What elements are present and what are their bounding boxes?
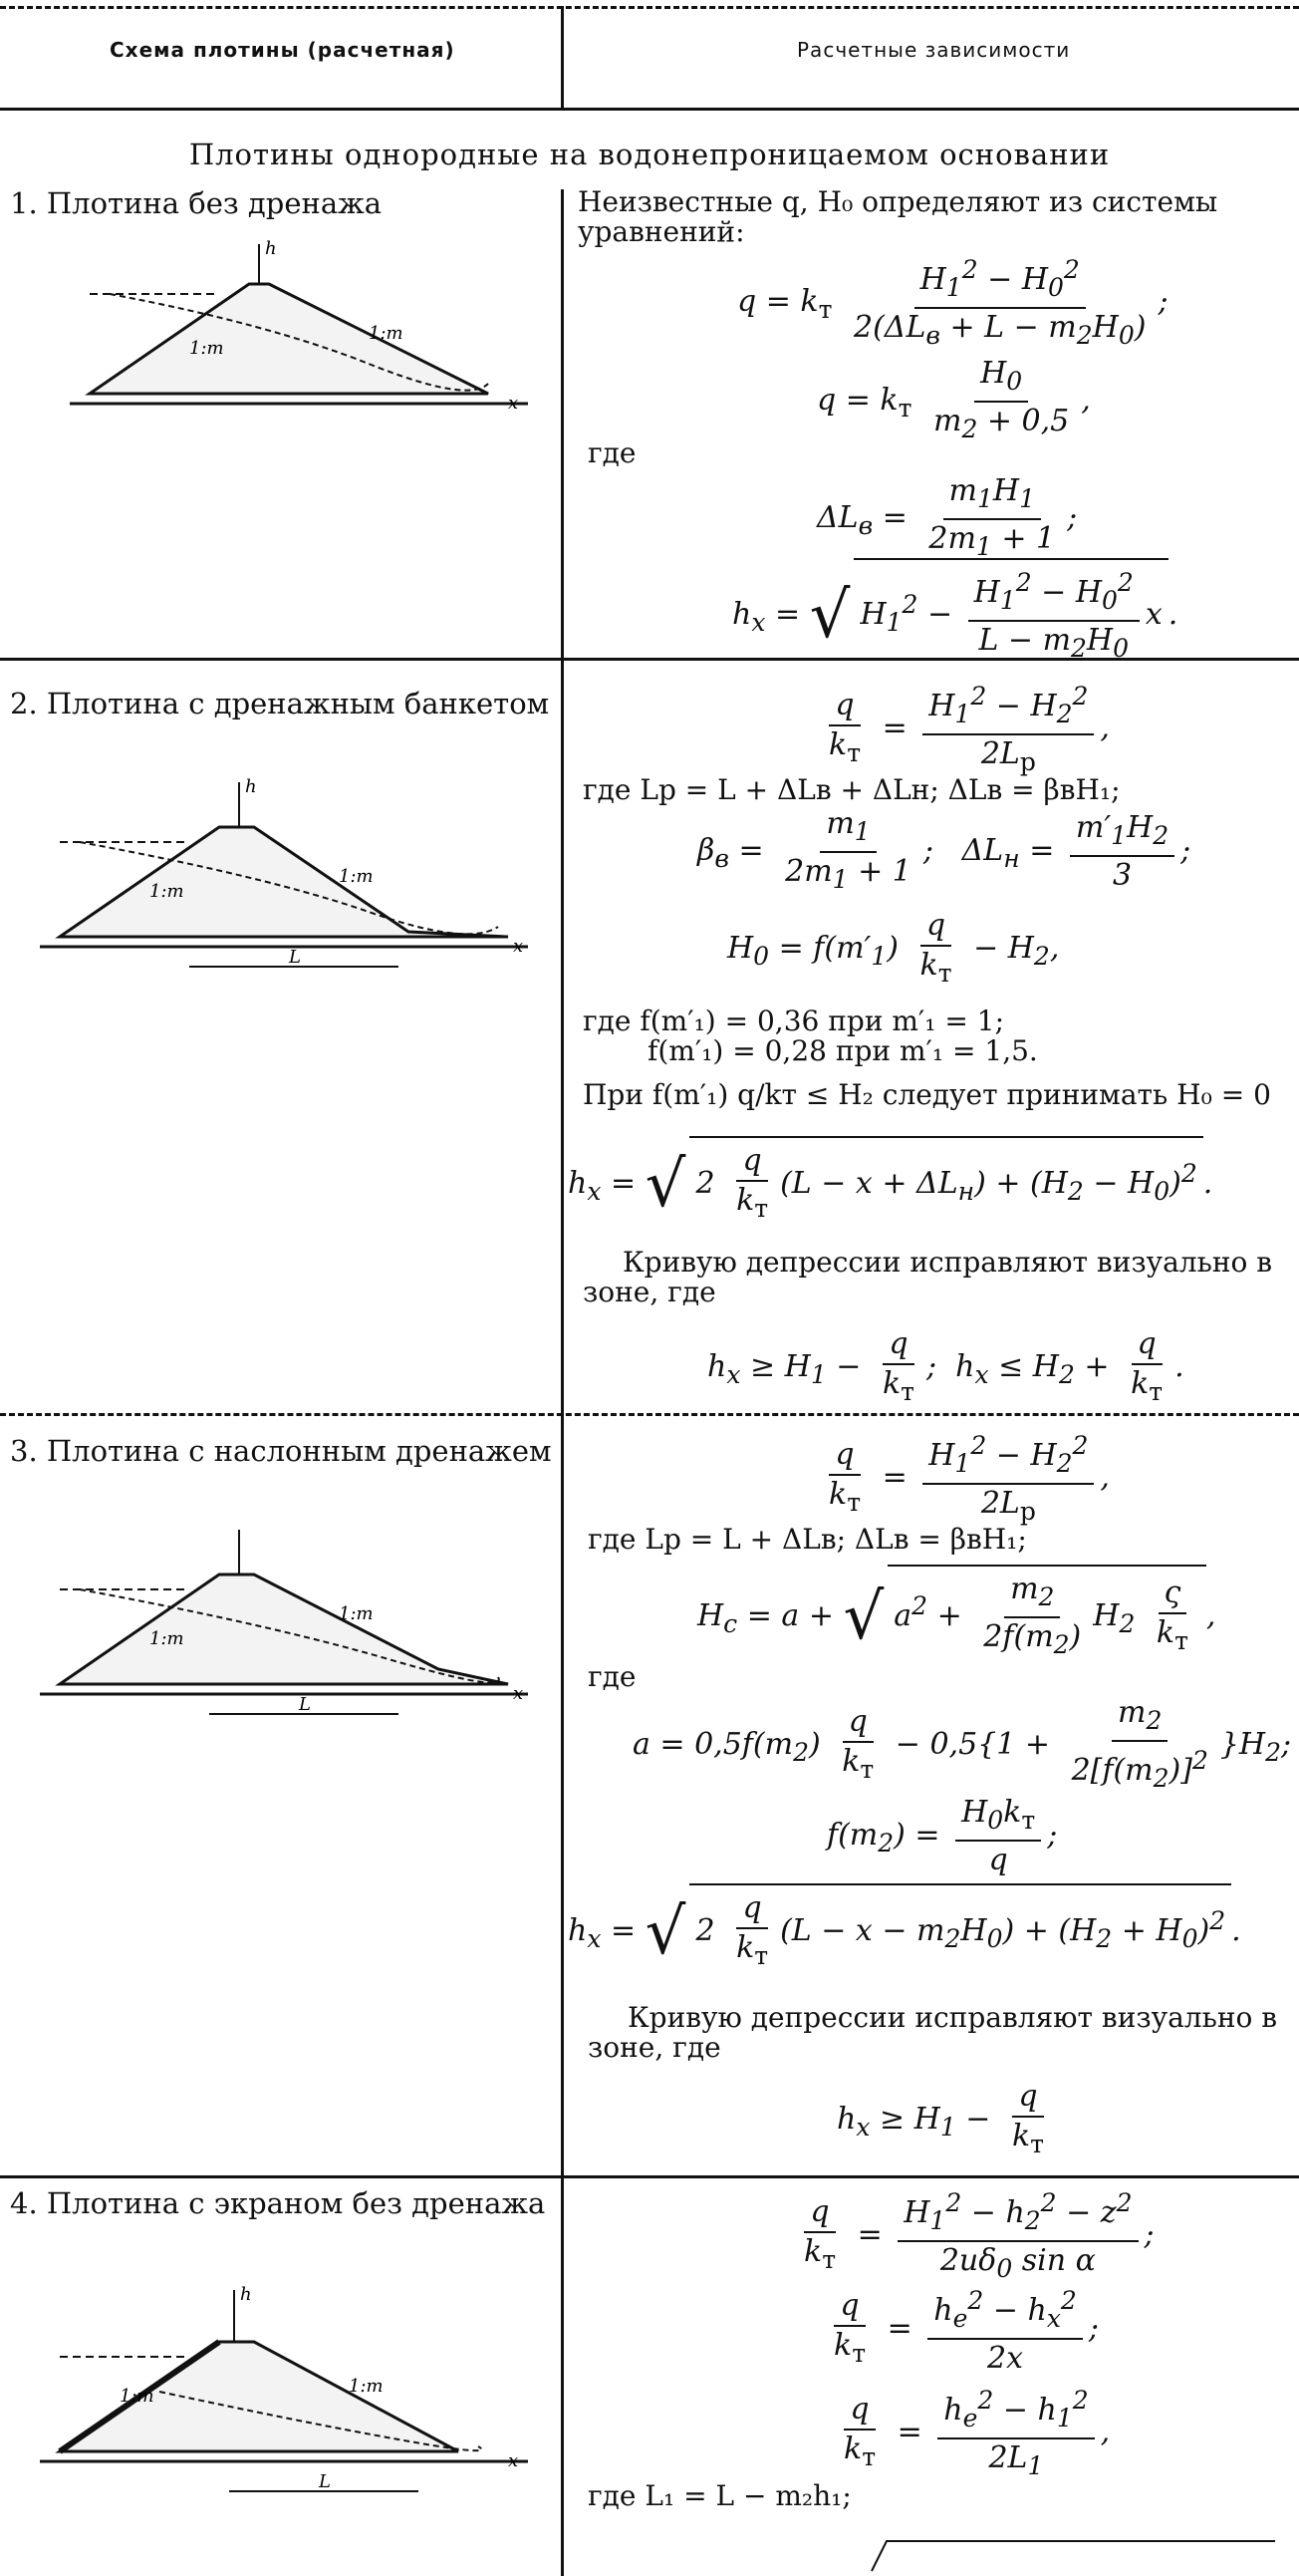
column-header-scheme: Схема плотины (расчетная) <box>110 38 455 62</box>
case-4-where-1: где L₁ = L − m₂h₁; <box>588 2479 852 2512</box>
svg-text:x: x <box>513 1683 523 1704</box>
header-rule <box>0 108 1299 111</box>
case-1-where: где <box>588 436 637 469</box>
case-2-where-1: где Lp = L + ΔLв + ΔLн; ΔLв = βвH₁; <box>583 773 1121 806</box>
svg-text:1:m: 1:m <box>120 2386 154 2407</box>
svg-text:x: x <box>508 2450 518 2471</box>
svg-text:L: L <box>288 947 301 968</box>
case-3-title: 3. Плотина с наслонным дренажем <box>10 1434 552 1468</box>
case-3-curve-note: Кривую депрессии исправляют визуально в … <box>588 2001 1278 2064</box>
column-divider <box>561 189 564 2576</box>
section-subtitle: Плотины однородные на водонепроницаемом … <box>188 138 1111 171</box>
case-1-dam-scheme: h 1:m 1:m x <box>70 238 528 414</box>
svg-text:h: h <box>240 2284 252 2305</box>
svg-text:x: x <box>508 393 518 414</box>
svg-text:1:m: 1:m <box>149 881 184 902</box>
case-2-note: При f(m′₁) q/kт ≤ H₂ следует принимать H… <box>583 1078 1271 1111</box>
svg-text:h: h <box>265 238 277 259</box>
case-2-title: 2. Плотина с дренажным банкетом <box>10 687 550 720</box>
case-2-dam-scheme: h 1:m 1:m L x <box>40 776 528 968</box>
case-2-where-3: f(m′₁) = 0,28 при m′₁ = 1,5. <box>648 1034 1038 1067</box>
table-top-rule <box>0 6 1299 9</box>
row-rule-2 <box>0 1413 1299 1416</box>
column-header-formulas: Расчетные зависимости <box>797 38 1071 62</box>
svg-text:L: L <box>298 1694 311 1715</box>
case-4-radical-fragment <box>871 2540 1275 2572</box>
case-3-where-1: где Lp = L + ΔLв; ΔLв = βвH₁; <box>588 1523 1027 1556</box>
case-1-intro: Неизвестные q, H₀ определяют из системы … <box>578 185 1218 248</box>
svg-text:L: L <box>318 2471 331 2492</box>
case-4-dam-scheme: h 1:m 1:m L x <box>40 2284 528 2492</box>
svg-text:1:m: 1:m <box>339 866 374 887</box>
svg-text:h: h <box>245 776 257 797</box>
svg-text:1:m: 1:m <box>149 1628 184 1649</box>
column-divider-header <box>561 6 564 108</box>
svg-text:1:m: 1:m <box>189 338 224 359</box>
case-3-where-2: где <box>588 1660 637 1693</box>
row-rule-1 <box>0 658 1299 661</box>
svg-text:1:m: 1:m <box>339 1603 374 1624</box>
svg-text:1:m: 1:m <box>349 2376 384 2397</box>
row-rule-3 <box>0 2175 1299 2178</box>
case-1-title: 1. Плотина без дренажа <box>10 186 383 220</box>
case-2-where-2: где f(m′₁) = 0,36 при m′₁ = 1; <box>583 1004 1005 1037</box>
svg-text:x: x <box>513 936 523 957</box>
case-4-title: 4. Плотина с экраном без дренажа <box>10 2186 546 2220</box>
svg-text:1:m: 1:m <box>369 323 403 344</box>
case-2-curve-note: Кривую депрессии исправляют визуально в … <box>583 1246 1273 1308</box>
case-3-dam-scheme: 1:m 1:m L x <box>40 1530 528 1715</box>
